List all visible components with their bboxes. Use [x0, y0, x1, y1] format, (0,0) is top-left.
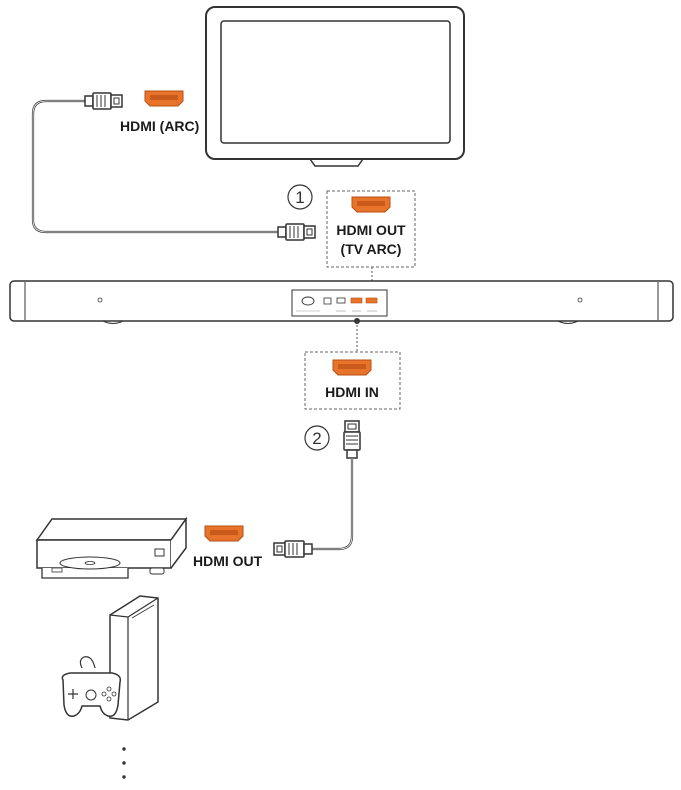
hdmi-out-arc-callout: HDMI OUT (TV ARC): [326, 190, 416, 308]
step-one-marker: 1: [287, 184, 313, 210]
svg-text:1: 1: [295, 188, 304, 207]
hdmi-plug-icon: [343, 420, 361, 459]
svg-text:2: 2: [312, 429, 321, 448]
hdmi-port-icon: [204, 525, 244, 542]
hdmi-port-icon: [332, 359, 372, 376]
more-devices-dots-icon: [122, 747, 126, 779]
hdmi-port-icon: [144, 90, 184, 107]
tv-port-label: HDMI (ARC): [120, 118, 199, 134]
hdmi-out-label: HDMI OUT: [336, 222, 406, 238]
hdmi-plug-icon: [277, 223, 316, 241]
hdmi-cable-device: [312, 458, 354, 551]
hdmi-in-label: HDMI IN: [325, 384, 379, 400]
hdmi-cable-tv: [31, 99, 278, 234]
tv-icon: [205, 6, 465, 167]
step-two-marker: 2: [304, 425, 330, 451]
device-out-label: HDMI OUT: [193, 553, 263, 569]
disc-player-icon: [35, 516, 188, 579]
hdmi-port-icon: [351, 196, 391, 213]
game-console-icon: [79, 595, 159, 721]
hdmi-in-callout: HDMI IN: [304, 351, 401, 410]
hdmi-plug-icon: [273, 540, 313, 558]
hdmi-plug-icon: [84, 92, 123, 110]
hdmi-in-connector-line: [354, 318, 360, 352]
tv-arc-label: (TV ARC): [341, 241, 402, 257]
gamepad-icon: [61, 672, 122, 718]
soundbar-icon: [9, 280, 674, 324]
